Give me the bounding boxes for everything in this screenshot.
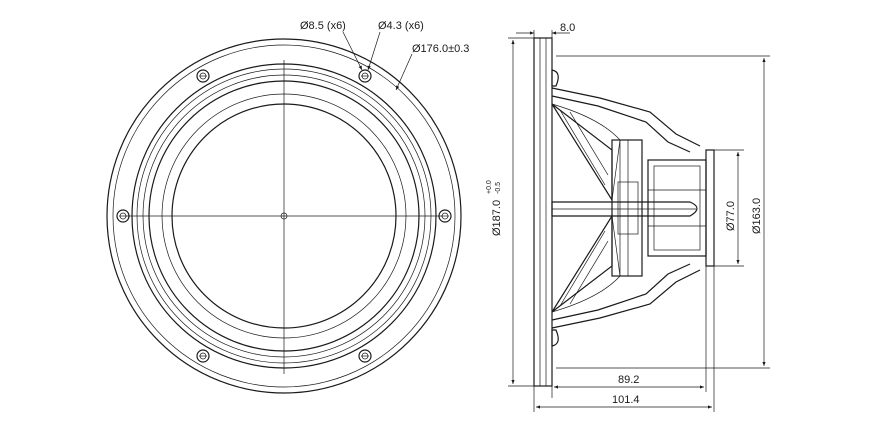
magnet-diameter-label: Ø77.0 — [725, 201, 737, 231]
bolt-hole — [116, 209, 130, 223]
basket-diameter-label: Ø163.0 — [751, 198, 763, 234]
hole-small-label: Ø4.3 (x6) — [378, 20, 424, 32]
bolt-hole — [196, 349, 210, 363]
dimension-lines — [508, 30, 770, 412]
outer-tol-plus: +0.0 — [486, 180, 493, 194]
front-view — [106, 31, 462, 394]
outer-diameter-group: Ø187.0 +0.0 -0.5 — [486, 180, 503, 236]
mount-depth-label: 89.2 — [618, 374, 639, 386]
side-view — [533, 37, 715, 387]
flange-thickness-label: 8.0 — [560, 22, 575, 34]
bolt-hole — [358, 349, 372, 363]
bolt-hole — [358, 69, 372, 83]
bolt-circle-label: Ø176.0±0.3 — [412, 43, 469, 55]
bolt-hole — [438, 209, 452, 223]
outer-diameter-label: Ø187.0 — [491, 200, 503, 236]
bolt-hole — [196, 69, 210, 83]
hole-large-label: Ø8.5 (x6) — [300, 20, 346, 32]
outer-tol-minus: -0.5 — [495, 182, 502, 194]
total-depth-label: 101.4 — [612, 394, 640, 406]
